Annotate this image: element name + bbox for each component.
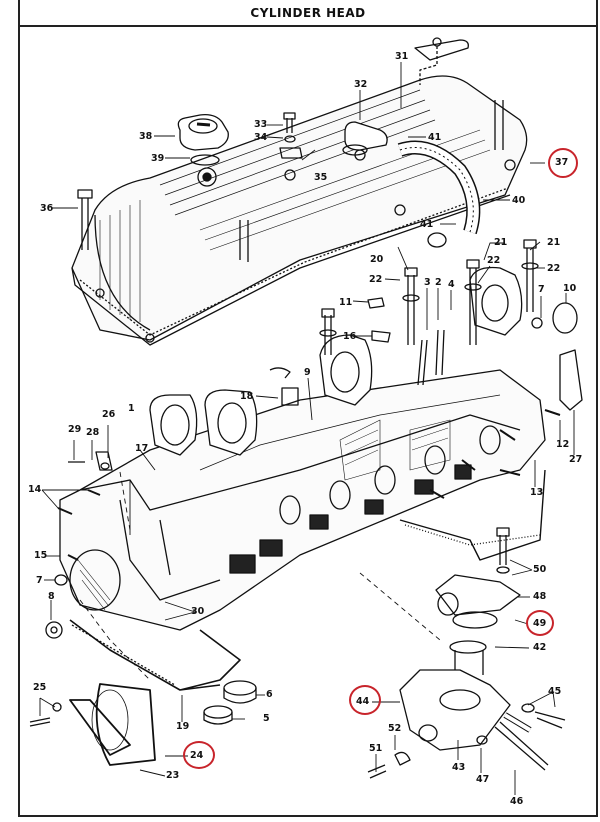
callout-24[interactable]: 24 xyxy=(190,750,204,761)
callout-29[interactable]: 29 xyxy=(68,424,82,435)
callout-42[interactable]: 42 xyxy=(533,642,547,653)
breather-elbow xyxy=(342,121,388,156)
assembly-lines xyxy=(79,471,441,681)
callout-14[interactable]: 14 xyxy=(28,484,42,495)
callout-2[interactable]: 2 xyxy=(435,277,442,288)
leader-lines xyxy=(39,62,575,795)
callout-7-bottom[interactable]: 7 xyxy=(36,575,43,586)
callout-26[interactable]: 26 xyxy=(102,409,116,420)
callout-50[interactable]: 50 xyxy=(533,564,547,575)
rocker-cover xyxy=(71,75,528,346)
callout-15[interactable]: 15 xyxy=(34,550,48,561)
cover-bolt xyxy=(77,189,93,250)
diagram-frame xyxy=(18,0,598,817)
head-gasket xyxy=(69,469,546,691)
end-cover-gasket xyxy=(29,683,156,766)
callout-6[interactable]: 6 xyxy=(266,689,273,700)
callout-10[interactable]: 10 xyxy=(563,283,577,294)
callout-41-lower[interactable]: 41 xyxy=(420,219,434,230)
callout-20[interactable]: 20 xyxy=(370,254,384,265)
callout-36[interactable]: 36 xyxy=(40,203,54,214)
callout-3[interactable]: 3 xyxy=(424,277,431,288)
callout-48[interactable]: 48 xyxy=(533,591,547,602)
callout-38[interactable]: 38 xyxy=(139,131,153,142)
callout-25[interactable]: 25 xyxy=(33,682,47,693)
callout-9[interactable]: 9 xyxy=(304,367,311,378)
intake-ports xyxy=(149,266,523,456)
callout-22-left[interactable]: 22 xyxy=(369,274,383,285)
callout-17[interactable]: 17 xyxy=(135,443,149,454)
highlight-circle-24 xyxy=(183,741,215,769)
callout-7-top[interactable]: 7 xyxy=(538,284,545,295)
seal-rings xyxy=(203,680,257,725)
bolt-washer-clip xyxy=(279,112,303,159)
callout-37[interactable]: 37 xyxy=(555,157,569,168)
callout-28[interactable]: 28 xyxy=(86,427,100,438)
callout-44[interactable]: 44 xyxy=(356,696,370,707)
callout-51[interactable]: 51 xyxy=(369,743,383,754)
callout-18[interactable]: 18 xyxy=(240,391,254,402)
callout-12[interactable]: 12 xyxy=(556,439,570,450)
callout-47[interactable]: 47 xyxy=(476,774,490,785)
title-bar: CYLINDER HEAD xyxy=(18,0,598,27)
callout-34[interactable]: 34 xyxy=(254,132,268,143)
callout-8[interactable]: 8 xyxy=(48,591,55,602)
callout-41-upper[interactable]: 41 xyxy=(428,132,442,143)
callout-31[interactable]: 31 xyxy=(395,51,409,62)
callout-16[interactable]: 16 xyxy=(343,331,357,342)
highlight-circle-49 xyxy=(526,610,554,636)
callout-4[interactable]: 4 xyxy=(448,279,455,290)
loose-parts xyxy=(45,297,583,639)
callout-33[interactable]: 33 xyxy=(254,119,268,130)
studs xyxy=(57,409,561,561)
highlight-circle-44 xyxy=(349,685,381,715)
callout-19[interactable]: 19 xyxy=(176,721,190,732)
callout-21-mid[interactable]: 21 xyxy=(494,237,508,248)
callout-32[interactable]: 32 xyxy=(354,79,368,90)
callout-39[interactable]: 39 xyxy=(151,153,165,164)
head-bolts xyxy=(319,239,539,386)
callout-40[interactable]: 40 xyxy=(512,195,526,206)
callout-22-mid[interactable]: 22 xyxy=(487,255,501,266)
thermostat-assembly xyxy=(367,527,566,779)
callout-21-right[interactable]: 21 xyxy=(547,237,561,248)
callout-11[interactable]: 11 xyxy=(339,297,353,308)
callout-45[interactable]: 45 xyxy=(548,686,562,697)
callout-43[interactable]: 43 xyxy=(452,762,466,773)
callout-5[interactable]: 5 xyxy=(263,713,270,724)
rocker-cover-bracket xyxy=(414,37,469,85)
breather-hose xyxy=(397,140,481,248)
callout-13[interactable]: 13 xyxy=(530,487,544,498)
cylinder-head xyxy=(59,369,546,631)
callout-49[interactable]: 49 xyxy=(533,618,547,629)
callout-23[interactable]: 23 xyxy=(166,770,180,781)
highlight-circle-37 xyxy=(548,148,578,178)
callout-1[interactable]: 1 xyxy=(128,403,135,414)
callout-27[interactable]: 27 xyxy=(569,454,583,465)
callout-52[interactable]: 52 xyxy=(388,723,402,734)
callout-35[interactable]: 35 xyxy=(314,172,328,183)
callout-22-right[interactable]: 22 xyxy=(547,263,561,274)
diagram-title: CYLINDER HEAD xyxy=(250,5,366,20)
callout-46[interactable]: 46 xyxy=(510,796,524,807)
callout-30[interactable]: 30 xyxy=(191,606,205,617)
oil-filler-cap xyxy=(177,114,229,166)
